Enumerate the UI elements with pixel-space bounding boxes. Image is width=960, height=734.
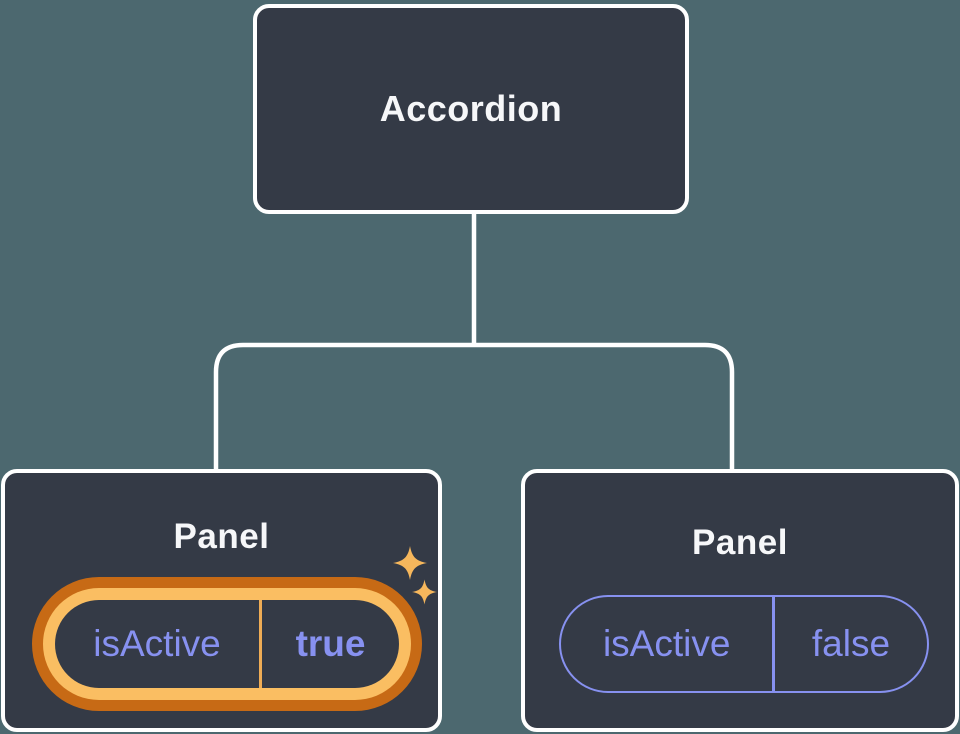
prop-name: isActive <box>602 623 731 664</box>
prop-value: false <box>811 623 891 664</box>
sparkle-star-large <box>393 546 427 580</box>
panel-node-inactive: Panel isActive false <box>521 469 959 732</box>
prop-pill-active-glow: isActive true <box>43 588 411 700</box>
branch-connector-line <box>213 342 735 472</box>
prop-pill-divider <box>259 600 263 688</box>
sparkle-icon <box>393 546 437 605</box>
prop-name: isActive <box>93 623 221 664</box>
panel-node-active: Panel isActive true <box>1 469 442 732</box>
panel-node-title: Panel <box>173 517 270 556</box>
prop-value: true <box>295 623 366 664</box>
prop-pill-divider <box>772 597 775 691</box>
accordion-node-label: Accordion <box>379 88 563 129</box>
accordion-node: Accordion <box>253 4 689 214</box>
prop-pill-active-highlight: isActive true <box>32 577 422 711</box>
sparkle-star-small <box>412 579 437 605</box>
panel-node-title: Panel <box>692 523 788 562</box>
prop-pill-inactive: isActive false <box>559 595 929 693</box>
prop-pill-active: isActive true <box>55 600 399 688</box>
